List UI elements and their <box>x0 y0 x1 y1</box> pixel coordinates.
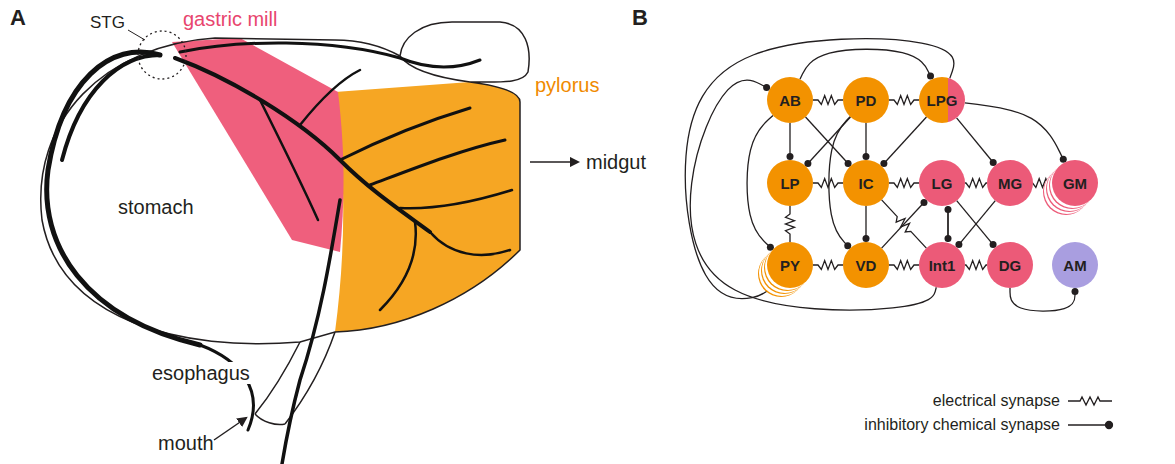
electrical-synapse <box>889 96 919 105</box>
neuron-name: LG <box>932 175 953 192</box>
part-label: STG <box>90 14 125 33</box>
neuron: Int1 <box>919 242 965 288</box>
part-label: stomach <box>118 196 194 218</box>
neuron: IC <box>843 160 889 206</box>
pylorus-region <box>335 82 520 332</box>
neuron-name: AB <box>779 92 801 109</box>
inhibitory-synapse <box>800 49 931 79</box>
chemical-sample-dot <box>1106 422 1113 429</box>
esophagus-outline <box>255 332 335 425</box>
neuron-name: VD <box>856 257 877 274</box>
inhibitory-synapse <box>957 118 994 163</box>
electrical-sample <box>1068 397 1112 405</box>
inhibitory-synapse <box>884 117 927 163</box>
neuron: DG <box>987 242 1033 288</box>
synapse-dot <box>945 235 952 242</box>
synapse-dot <box>1072 288 1079 295</box>
legend-entry: inhibitory chemical synapse <box>864 416 1060 434</box>
chemical-sample <box>1068 424 1106 425</box>
electrical-synapse <box>1033 179 1053 188</box>
neuron-name: LPG <box>927 92 958 109</box>
electrical-synapse <box>889 179 919 188</box>
neuron: MG <box>987 160 1033 206</box>
neuron-name: AM <box>1063 257 1086 274</box>
panel-letter: B <box>632 6 648 30</box>
inhibitory-synapse <box>685 39 954 299</box>
neuron-name: GM <box>1063 175 1087 192</box>
neuron: VD <box>843 242 889 288</box>
neuron-name: LP <box>780 175 799 192</box>
neuron: GM <box>1052 160 1098 206</box>
neuron: PY <box>767 242 813 288</box>
part-label: esophagus <box>150 362 252 384</box>
inhibitory-synapse <box>865 206 866 239</box>
neuron-name: IC <box>859 175 874 192</box>
electrical-synapse <box>813 96 843 105</box>
stg-leader <box>128 30 145 40</box>
part-label: gastric mill <box>183 8 277 30</box>
electrical-synapse <box>786 206 795 242</box>
electrical-synapse <box>965 261 987 270</box>
panel-letter: A <box>10 6 26 30</box>
electrical-synapse <box>882 200 927 248</box>
inhibitory-synapse <box>865 123 866 157</box>
legend-text: inhibitory chemical synapse <box>864 416 1060 433</box>
stg-circle <box>138 31 186 79</box>
midgut-arrow <box>530 161 578 163</box>
inhibitory-synapse <box>959 201 995 245</box>
neuron-name: PD <box>856 92 877 109</box>
neuron-name: MG <box>998 175 1022 192</box>
nerves <box>47 43 512 464</box>
neuron-name: PY <box>780 257 800 274</box>
electrical-synapse <box>813 179 843 188</box>
mouth-arrow <box>214 418 246 440</box>
neuron: PD <box>843 77 889 123</box>
electrical-synapse <box>965 179 987 188</box>
inhibitory-synapse <box>806 117 849 163</box>
legend-entry: electrical synapse <box>933 392 1060 410</box>
inhibitory-synapse <box>965 103 1063 159</box>
inhibitory-synapse <box>690 80 936 310</box>
legend-samples <box>1068 397 1113 429</box>
stomach-outline <box>41 22 529 344</box>
inhibitory-synapse <box>957 201 993 245</box>
flap-outline <box>400 56 470 82</box>
electrical-synapse <box>889 261 919 270</box>
neuron: AM <box>1052 242 1098 288</box>
part-label: mouth <box>158 432 214 454</box>
part-label: midgut <box>586 151 646 173</box>
connectors <box>685 39 1078 311</box>
gastric-mill-region <box>172 38 344 252</box>
neuron-name: Int1 <box>929 257 956 274</box>
synapse-dot <box>787 153 794 160</box>
neuron: LP <box>767 160 813 206</box>
synapse-dot <box>863 153 870 160</box>
legend-text: electrical synapse <box>933 392 1060 409</box>
electrical-synapse <box>813 261 843 270</box>
neuron: LG <box>919 160 965 206</box>
neuron-name: DG <box>999 257 1022 274</box>
inhibitory-synapse <box>882 202 924 248</box>
synapse-dot <box>863 235 870 242</box>
inhibitory-synapse <box>789 123 790 157</box>
part-label: pylorus <box>535 74 599 96</box>
synapse-dot <box>945 206 952 213</box>
neuron: LPG <box>919 77 965 123</box>
inhibitory-synapse <box>1010 288 1075 311</box>
neuron: AB <box>767 77 813 123</box>
